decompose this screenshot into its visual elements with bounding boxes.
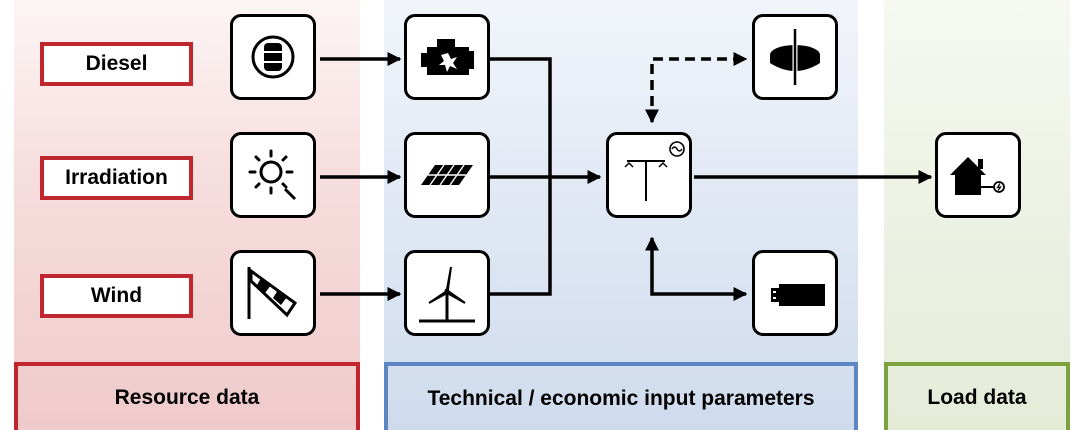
pv-node[interactable]: [404, 132, 490, 218]
generator-bus-line: [490, 57, 552, 177]
turbine-bus-line: [490, 177, 552, 296]
solar-source-node: [230, 132, 316, 218]
resource-label-diesel: Diesel: [40, 42, 193, 86]
engine-icon: [421, 39, 474, 75]
battery-arrow: [645, 236, 748, 301]
load-node[interactable]: [935, 132, 1021, 218]
flywheel-arrow: [645, 52, 748, 124]
inverter-icon: [624, 141, 685, 201]
wind-source-node: [230, 250, 316, 336]
battery-icon: [771, 284, 825, 306]
converter-node[interactable]: [606, 132, 692, 218]
sun-icon: [248, 149, 297, 201]
solar-panel-icon: [421, 164, 473, 186]
resource-label-irradiation: Irradiation: [40, 156, 193, 200]
load-data-footer: Load data: [884, 362, 1070, 430]
windsock-icon: [247, 267, 298, 319]
flywheel-icon: [770, 29, 820, 85]
battery-node[interactable]: [752, 250, 838, 336]
oil-barrel-icon: [251, 35, 295, 79]
diesel-source-node: [230, 14, 316, 100]
house-icon: [950, 157, 1005, 195]
wind-turbine-icon: [419, 266, 475, 323]
resource-data-footer: Resource data: [14, 362, 360, 430]
flywheel-node[interactable]: [752, 14, 838, 100]
resource-label-wind: Wind: [40, 274, 193, 318]
turbine-node[interactable]: [404, 250, 490, 336]
technical-parameters-footer: Technical / economic input parameters: [384, 362, 858, 430]
generator-node[interactable]: [404, 14, 490, 100]
